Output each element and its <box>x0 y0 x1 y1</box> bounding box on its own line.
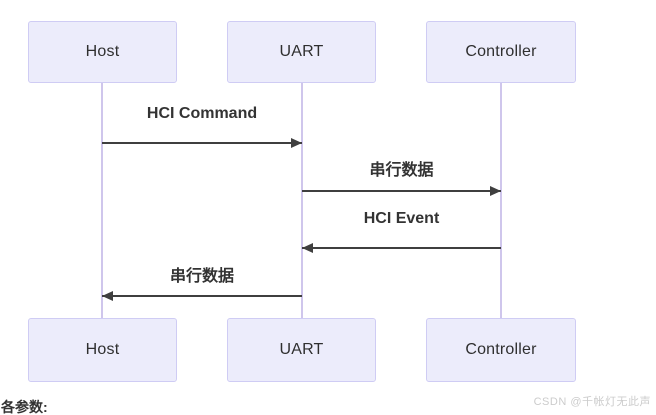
actor-box-bottom-controller: Controller <box>426 318 576 382</box>
lifeline-uart <box>301 83 303 318</box>
message-label: HCI Event <box>363 210 440 227</box>
actor-box-bottom-uart: UART <box>227 318 376 382</box>
arrowhead-icon <box>490 186 501 196</box>
message-label: 串行数据 <box>369 162 434 179</box>
clipped-section-heading: 各参数: <box>1 399 48 415</box>
message-label: 串行数据 <box>169 268 235 285</box>
arrowhead-icon <box>291 138 302 148</box>
csdn-watermark: CSDN @千帐灯无此声 <box>533 396 651 408</box>
message-label: HCI Command <box>146 105 258 122</box>
arrowhead-icon <box>302 243 313 253</box>
message-arrow-line <box>102 295 302 297</box>
actor-box-bottom-host: Host <box>28 318 177 382</box>
lifeline-controller <box>500 83 502 318</box>
message-arrow-line <box>302 190 501 192</box>
actor-box-top-uart: UART <box>227 21 376 83</box>
arrowhead-icon <box>102 291 113 301</box>
message-arrow-line <box>302 247 501 249</box>
message-arrow-line <box>102 142 302 144</box>
actor-box-top-host: Host <box>28 21 177 83</box>
lifeline-host <box>101 83 103 318</box>
actor-box-top-controller: Controller <box>426 21 576 83</box>
